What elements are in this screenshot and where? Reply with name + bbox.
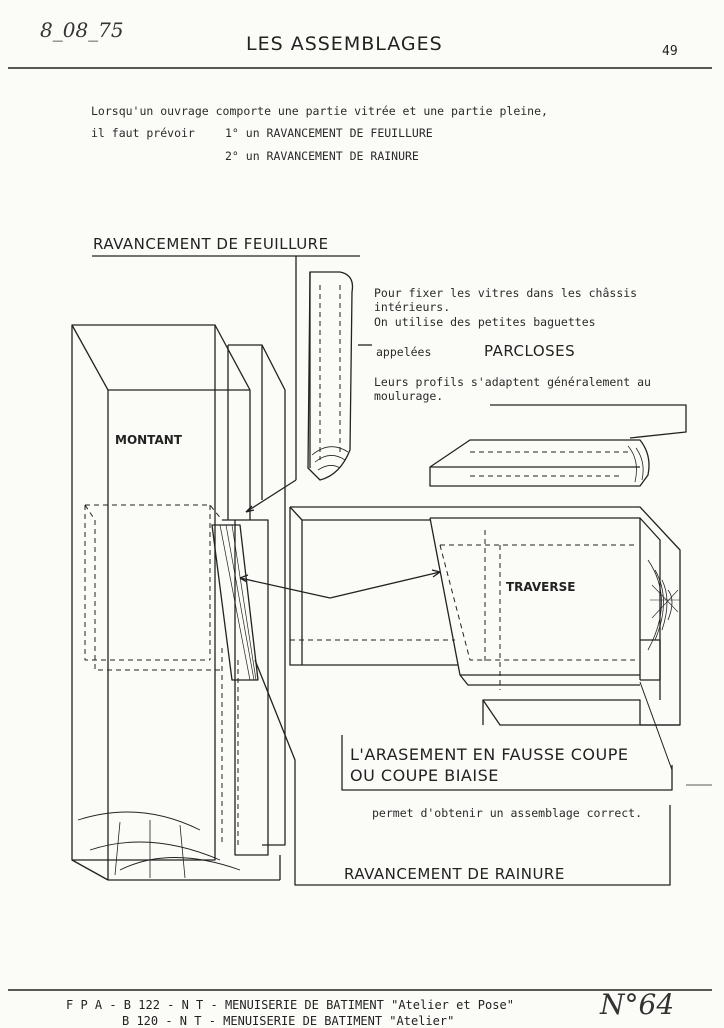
intro-line-1: Lorsqu'un ouvrage comporte une partie vi… bbox=[91, 104, 548, 118]
note-line-1: Pour fixer les vitres dans les châssis bbox=[374, 286, 638, 300]
heading-ravancement-rainure: RAVANCEMENT DE RAINURE bbox=[344, 865, 565, 883]
arasement-note: permet d'obtenir un assemblage correct. bbox=[372, 806, 643, 820]
intro-item-2: 2° un RAVANCEMENT DE RAINURE bbox=[225, 149, 419, 163]
page-title: LES ASSEMBLAGES bbox=[246, 33, 443, 55]
note-profils-1: Leurs profils s'adaptent généralement au bbox=[374, 375, 651, 389]
intro-item-1: 1° un RAVANCEMENT DE FEUILLURE bbox=[225, 126, 433, 140]
label-traverse: TRAVERSE bbox=[506, 580, 576, 594]
label-parcloses: PARCLOSES bbox=[484, 342, 576, 360]
handwritten-date: 8_08_75 bbox=[40, 18, 124, 42]
intro-line-2-prefix: il faut prévoir bbox=[91, 126, 195, 140]
handwritten-number: N°64 bbox=[600, 988, 675, 1021]
arasement-line-2: OU COUPE BIAISE bbox=[350, 766, 499, 785]
arasement-line-1: L'ARASEMENT EN FAUSSE COUPE bbox=[350, 745, 629, 764]
note-appelees: appelées bbox=[376, 345, 432, 359]
footer-line-2: B 120 - N T - MENUISERIE DE BATIMENT "At… bbox=[122, 1014, 455, 1028]
note-line-3: On utilise des petites baguettes bbox=[374, 315, 596, 329]
note-line-2: intérieurs. bbox=[374, 300, 451, 314]
heading-ravancement-feuillure: RAVANCEMENT DE FEUILLURE bbox=[93, 235, 329, 253]
label-montant: MONTANT bbox=[115, 433, 182, 447]
note-profils-2: moulurage. bbox=[374, 389, 444, 403]
page-number: 49 bbox=[662, 44, 678, 59]
footer-line-1: F P A - B 122 - N T - MENUISERIE DE BATI… bbox=[66, 998, 514, 1012]
